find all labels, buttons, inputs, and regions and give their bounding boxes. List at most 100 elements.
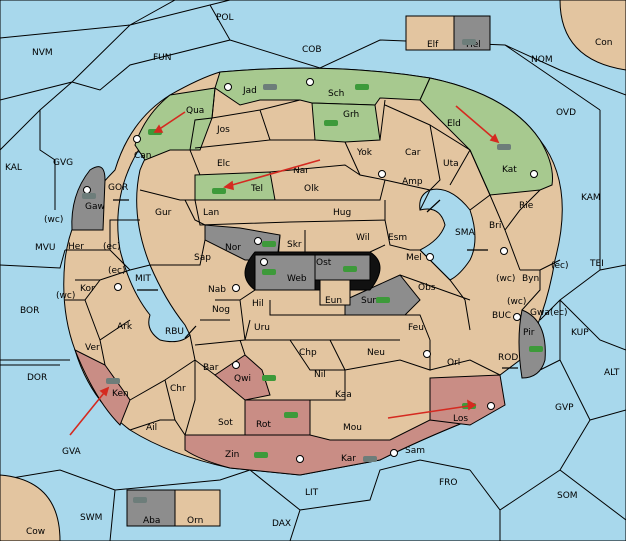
svg-text:KAL: KAL [5,163,22,173]
province-borders [65,87,561,436]
svg-text:SWM: SWM [80,513,102,523]
svg-text:ROD: ROD [498,353,518,363]
svg-text:Esm: Esm [388,233,407,243]
region-eun[interactable] [319,279,351,306]
svg-text:Hil: Hil [252,299,264,309]
svg-text:Wil: Wil [356,233,370,243]
svg-text:Nor: Nor [225,243,241,253]
svg-text:Gwa: Gwa [530,308,550,318]
svg-text:(ec): (ec) [108,266,126,276]
svg-text:Olk: Olk [304,184,320,194]
svg-text:Ost: Ost [316,258,332,268]
region-grh[interactable] [311,102,381,143]
region-aba[interactable] [126,489,176,527]
supply-centers [83,78,538,463]
svg-text:Elc: Elc [217,159,230,169]
region-ost[interactable] [314,254,371,281]
region-eld-kat[interactable] [419,77,553,196]
svg-text:Ail: Ail [146,423,157,433]
svg-text:OVD: OVD [556,108,576,118]
svg-text:Orn: Orn [187,516,203,526]
region-orn[interactable] [174,489,221,527]
svg-text:GVP: GVP [555,403,574,413]
svg-text:Yok: Yok [356,148,373,158]
svg-text:Orl: Orl [447,358,460,368]
svg-text:POL: POL [216,13,234,23]
svg-text:(wc): (wc) [507,297,526,307]
svg-text:Lan: Lan [203,208,219,218]
svg-text:Bar: Bar [203,363,219,373]
svg-text:Sun: Sun [361,296,378,306]
svg-text:Tel: Tel [250,184,263,194]
svg-text:FUN: FUN [153,53,172,63]
svg-text:Zin: Zin [225,450,239,460]
svg-text:DOR: DOR [27,373,47,383]
svg-text:Ver: Ver [85,343,100,353]
svg-text:Sot: Sot [218,418,233,428]
svg-text:NOM: NOM [531,55,553,65]
svg-text:Sam: Sam [405,446,425,456]
svg-text:Eun: Eun [325,296,342,306]
svg-text:(ec): (ec) [551,261,569,271]
svg-text:Uru: Uru [254,323,270,333]
svg-text:Jos: Jos [216,125,230,135]
svg-text:MIT: MIT [135,274,151,284]
region-labels: POL NVM FUN COB Elf Hel Con NOM OVD KAL … [5,13,620,537]
region-pir[interactable] [518,309,546,379]
svg-text:Sch: Sch [328,89,344,99]
svg-text:ALT: ALT [604,368,620,378]
svg-text:TEI: TEI [589,259,604,269]
svg-text:GVG: GVG [53,158,73,168]
svg-text:BUC: BUC [492,311,511,321]
svg-text:Eld: Eld [447,119,461,129]
region-rot[interactable] [244,399,311,436]
svg-text:Can: Can [134,151,152,161]
svg-text:Web: Web [287,274,307,284]
svg-text:Elf: Elf [427,40,439,50]
svg-text:Chr: Chr [170,384,186,394]
svg-text:Kat: Kat [502,165,517,175]
svg-text:Feu: Feu [408,323,424,333]
svg-text:Bri: Bri [489,221,501,231]
svg-text:Skr: Skr [287,240,302,250]
svg-text:Nab: Nab [208,285,226,295]
svg-text:BOR: BOR [20,306,39,316]
svg-text:Mou: Mou [343,423,362,433]
svg-text:Qwi: Qwi [234,374,251,384]
svg-text:GVA: GVA [62,447,82,457]
svg-text:SOM: SOM [557,491,578,501]
svg-text:Cow: Cow [26,527,45,537]
svg-text:SMA: SMA [455,228,475,238]
svg-text:KUP: KUP [571,328,589,338]
svg-text:(wc): (wc) [496,274,515,284]
svg-text:Uta: Uta [443,159,459,169]
svg-text:(ec): (ec) [103,242,121,252]
region-qwi[interactable] [214,354,271,401]
svg-text:Byn: Byn [522,274,539,284]
region-green-north[interactable] [214,67,431,106]
svg-text:Nil: Nil [314,370,326,380]
svg-text:DAX: DAX [272,519,291,529]
svg-text:COB: COB [302,45,322,55]
svg-text:KAM: KAM [581,193,601,203]
region-ken[interactable] [74,348,131,426]
svg-text:Gur: Gur [155,208,172,218]
svg-text:Chp: Chp [299,348,317,358]
svg-text:Sap: Sap [194,253,211,263]
region-sun[interactable] [344,274,421,316]
svg-text:Her: Her [68,242,84,252]
svg-text:FRO: FRO [439,478,458,488]
svg-text:Con: Con [595,38,613,48]
svg-text:Kaa: Kaa [335,390,352,400]
svg-text:Gaw: Gaw [85,202,105,212]
svg-text:Pir: Pir [523,328,535,338]
svg-text:Neu: Neu [367,348,385,358]
inner-sea [117,99,206,343]
svg-text:(wc): (wc) [44,215,63,225]
svg-text:Hug: Hug [333,208,351,218]
units [82,39,543,503]
svg-text:Nar: Nar [293,166,309,176]
channel-arrows [113,199,518,369]
